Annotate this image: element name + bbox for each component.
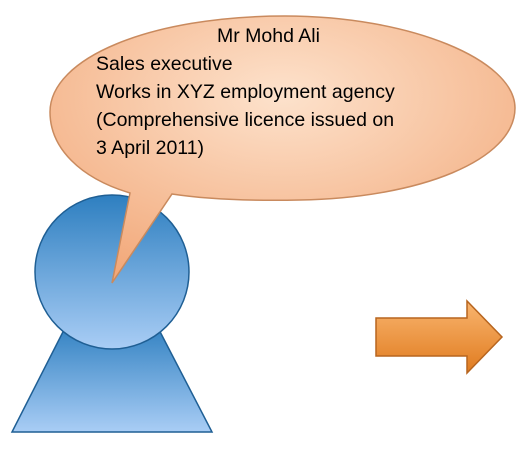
licence-date: 3 April 2011) bbox=[96, 137, 205, 159]
person-organisation: Works in XYZ employment agency bbox=[96, 81, 395, 103]
person-head-icon bbox=[34, 194, 190, 350]
person-job-title: Sales executive bbox=[96, 53, 233, 75]
person-name: Mr Mohd Ali bbox=[217, 25, 320, 47]
speech-bubble bbox=[49, 15, 516, 284]
licence-info: (Comprehensive licence issued on bbox=[96, 109, 395, 131]
right-arrow-icon bbox=[375, 299, 504, 375]
